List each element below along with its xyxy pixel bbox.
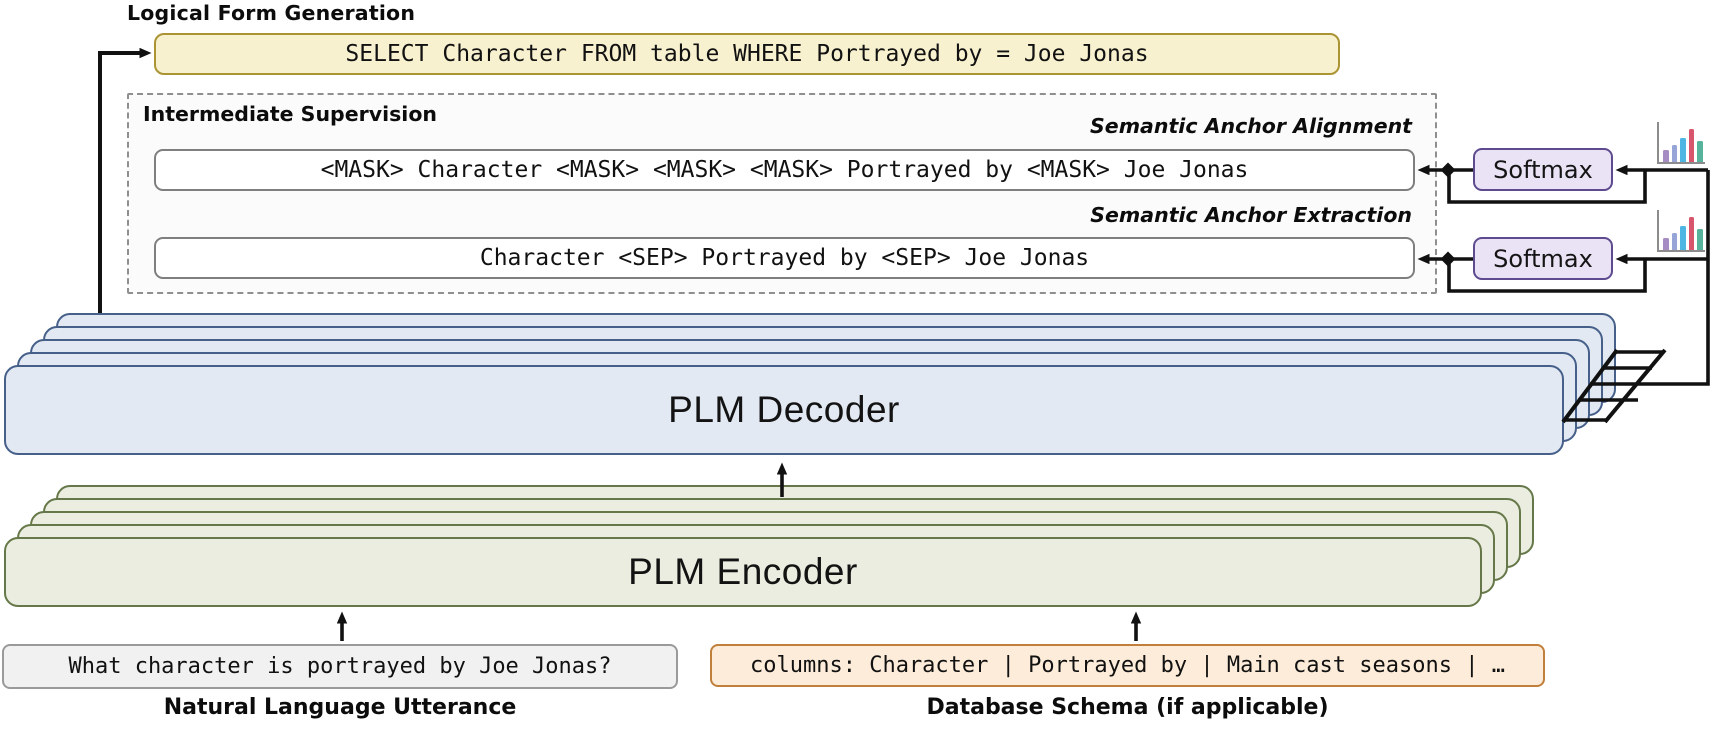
bar (1671, 233, 1678, 250)
softmax-box-alignment: Softmax (1473, 148, 1613, 191)
softmax-box-extraction: Softmax (1473, 237, 1613, 280)
plm-decoder-label: PLM Decoder (668, 389, 900, 430)
natural-language-utterance-label: Natural Language Utterance (163, 695, 517, 720)
bar (1663, 238, 1669, 250)
bar (1663, 150, 1669, 162)
schema-text: columns: Character | Portrayed by | Main… (750, 653, 1505, 678)
bar (1671, 145, 1678, 162)
plm-decoder-box: PLM Decoder (4, 365, 1564, 455)
bar (1688, 129, 1695, 162)
plm-encoder-box: PLM Encoder (4, 537, 1482, 607)
bar (1697, 229, 1703, 250)
semantic-anchor-alignment-label: Semantic Anchor Alignment (1090, 114, 1412, 138)
plm-encoder-label: PLM Encoder (628, 551, 858, 592)
page-title: Logical Form Generation (127, 1, 416, 25)
database-schema-box: columns: Character | Portrayed by | Main… (710, 644, 1545, 687)
bar-chart-icon (1657, 122, 1705, 164)
bar (1680, 138, 1686, 162)
intermediate-supervision-label: Intermediate Supervision (143, 102, 438, 126)
bar-chart-icon (1657, 210, 1705, 252)
junction-diamond (1440, 251, 1456, 267)
logical-form-box: SELECT Character FROM table WHERE Portra… (154, 33, 1340, 75)
softmax-label: Softmax (1493, 244, 1593, 273)
natural-language-utterance-box: What character is portrayed by Joe Jonas… (2, 644, 678, 689)
bar (1680, 226, 1686, 250)
bar (1697, 141, 1703, 162)
bar (1688, 217, 1695, 250)
junction-diamond (1440, 162, 1456, 178)
extraction-sequence-box: Character <SEP> Portrayed by <SEP> Joe J… (154, 237, 1415, 279)
extraction-sequence-text: Character <SEP> Portrayed by <SEP> Joe J… (479, 245, 1090, 271)
softmax-label: Softmax (1493, 155, 1593, 184)
alignment-sequence-text: <MASK> Character <MASK> <MASK> <MASK> Po… (320, 157, 1249, 183)
utterance-text: What character is portrayed by Joe Jonas… (68, 654, 612, 679)
database-schema-label: Database Schema (if applicable) (926, 695, 1329, 720)
semantic-anchor-extraction-label: Semantic Anchor Extraction (1090, 203, 1412, 227)
logical-form-text: SELECT Character FROM table WHERE Portra… (345, 41, 1149, 67)
alignment-sequence-box: <MASK> Character <MASK> <MASK> <MASK> Po… (154, 149, 1415, 191)
